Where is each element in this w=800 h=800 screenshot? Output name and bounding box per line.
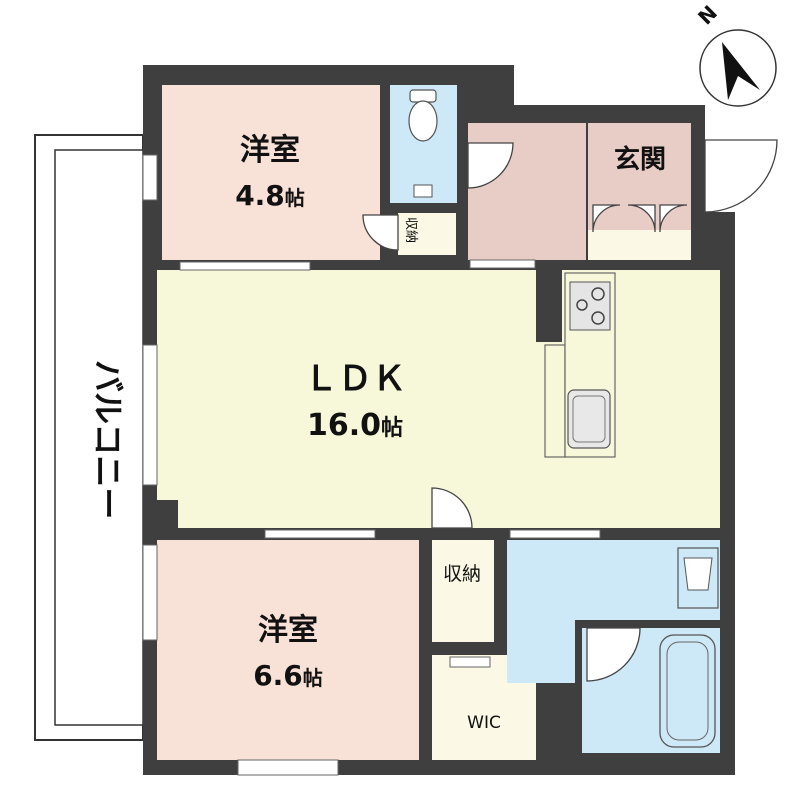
storage-mid (432, 540, 494, 642)
shoe-cabinet-door-2 (627, 204, 656, 233)
storage-top-name: 収納 (403, 217, 418, 243)
washing-machine-icon (677, 547, 719, 609)
wic-opening (449, 656, 491, 668)
kitchen-counter (544, 272, 616, 458)
ldk-name: ＬＤＫ (304, 359, 406, 399)
storage-top-door (362, 214, 399, 251)
shoe-cabinet-door-1 (592, 204, 621, 233)
kitchen-wall (536, 268, 562, 342)
storage-top (398, 213, 456, 255)
storage-mid-door (431, 487, 473, 529)
western-top-size-unit: 帖 (285, 186, 305, 210)
window-western-bottom (142, 544, 158, 641)
western-bottom-size: 6.6帖 (253, 659, 323, 692)
front-door (704, 139, 778, 213)
balcony: バルコニー (34, 134, 144, 741)
western-top-name: 洋室 (240, 133, 300, 168)
windows (142, 154, 601, 776)
washroom (507, 540, 720, 683)
compass: N (693, 1, 777, 107)
western-top-size-value: 4.8 (235, 179, 285, 212)
ldk-size-unit: 帖 (381, 416, 403, 441)
entrance-floor (588, 230, 691, 260)
sliding-door-bottom (264, 529, 376, 539)
wic-name: WIC (467, 713, 501, 733)
western-bottom-name: 洋室 (258, 613, 318, 648)
window-western-top (142, 154, 158, 201)
hall-door (467, 142, 514, 189)
ldk-size: 16.0帖 (307, 408, 403, 443)
stove-icon (569, 281, 611, 331)
western-bottom-size-value: 6.6 (253, 659, 303, 692)
bathtub-icon (659, 634, 716, 748)
entrance-name: 玄関 (614, 144, 666, 175)
ldk-size-value: 16.0 (307, 408, 381, 443)
bathroom-door (586, 627, 641, 682)
western-top-size: 4.8帖 (235, 179, 305, 212)
sink-icon (567, 389, 611, 449)
western-room-bottom (157, 540, 419, 760)
compass-arrow-icon (722, 42, 760, 100)
sliding-door-hall (469, 259, 536, 269)
balcony-label: バルコニー (89, 360, 127, 519)
compass-north-label: N (693, 1, 722, 30)
western-bottom-size-unit: 帖 (303, 666, 323, 690)
window-ldk (142, 344, 158, 486)
sliding-door-top (179, 261, 311, 271)
sliding-door-wash (509, 529, 601, 539)
doors (362, 139, 778, 682)
western-room-top (162, 85, 380, 260)
toilet-icon (408, 89, 438, 198)
shoe-cabinet-door-3 (659, 204, 688, 233)
storage-mid-name: 収納 (443, 563, 481, 585)
window-bottom (237, 759, 339, 776)
